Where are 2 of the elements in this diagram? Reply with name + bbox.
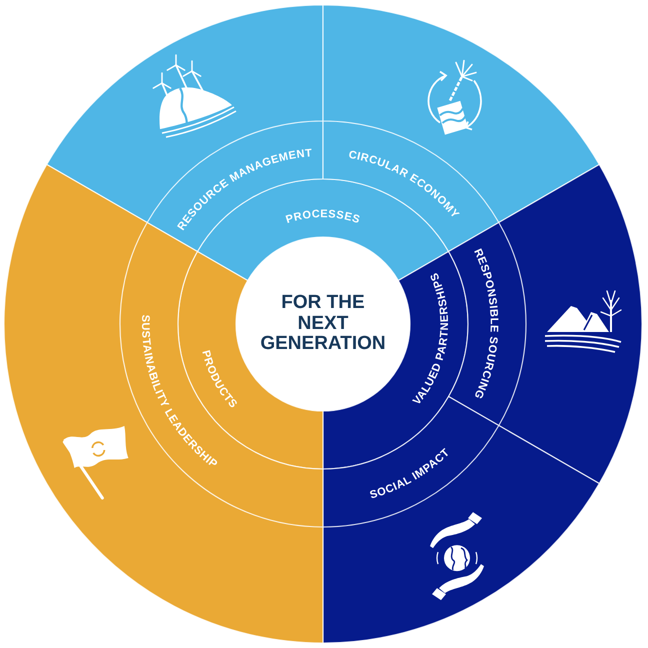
center-title: FOR THE NEXT GENERATION (259, 292, 387, 356)
segment-label: PROCESSES (284, 208, 362, 226)
